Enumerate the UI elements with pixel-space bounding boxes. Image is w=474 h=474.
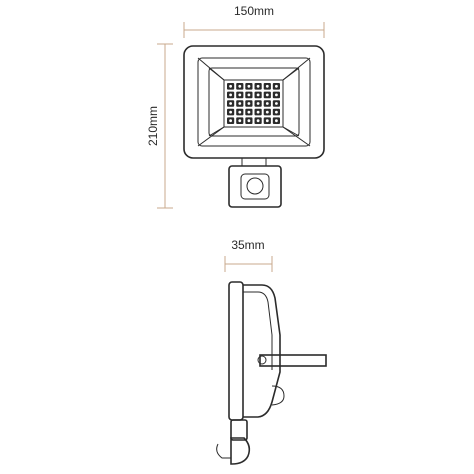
- led-chip-dot: [238, 119, 242, 123]
- led-chip-dot: [238, 102, 242, 105]
- led-board: [223, 79, 284, 128]
- led-chip-dot: [238, 84, 242, 88]
- front-bezel: [197, 57, 311, 147]
- led-chip-dot: [247, 102, 251, 105]
- led-chip-dot: [275, 102, 278, 105]
- led-chip-dot: [265, 93, 269, 97]
- side-view: 35mm: [216, 238, 327, 465]
- led-chip-dot: [275, 110, 278, 114]
- led-chip-dot: [275, 93, 278, 97]
- led-chip-dot: [256, 102, 260, 105]
- led-chip-dot: [247, 110, 251, 114]
- side-sensor-mount: [230, 419, 248, 441]
- depth-dimension: 35mm: [224, 238, 273, 272]
- side-sensor-bump: [271, 385, 285, 406]
- pir-lens: [246, 177, 264, 195]
- side-front-plate: [228, 281, 244, 421]
- pir-sensor-window: [240, 173, 270, 200]
- led-chip-dot: [229, 119, 233, 123]
- led-chip-dot: [256, 110, 260, 114]
- led-chip-dot: [247, 84, 251, 88]
- width-dimension: 150mm: [183, 4, 325, 38]
- led-chip-dot: [265, 84, 269, 88]
- led-chip-dot: [247, 93, 251, 97]
- mounting-bracket: [259, 354, 327, 367]
- led-chip-dot: [229, 102, 233, 105]
- sensor-neck: [241, 157, 267, 167]
- led-chip-dot: [265, 110, 269, 114]
- led-chip-dot: [256, 84, 260, 88]
- led-chip-dot: [256, 119, 260, 123]
- led-chip-dot: [275, 84, 278, 88]
- led-chip-dot: [247, 119, 251, 123]
- front-view: 150mm 210mm: [146, 4, 325, 209]
- led-chip-dot: [275, 119, 278, 123]
- pir-sensor-housing: [228, 165, 282, 208]
- led-chip-dot: [265, 102, 269, 105]
- led-chip-dot: [238, 93, 242, 97]
- side-rear-housing: [243, 284, 281, 418]
- height-dimension: 210mm: [146, 43, 173, 209]
- led-chip-dot: [229, 93, 233, 97]
- led-chip-dot: [238, 110, 242, 114]
- led-chip-dot: [229, 110, 233, 114]
- width-label: 150mm: [234, 4, 274, 18]
- depth-label: 35mm: [231, 238, 264, 252]
- led-chip-dot: [265, 119, 269, 123]
- height-label: 210mm: [146, 106, 160, 146]
- led-chip-dot: [256, 93, 260, 97]
- side-sensor-head: [230, 437, 251, 465]
- reflector-frame: [208, 67, 300, 137]
- led-chip-grid: [227, 83, 280, 124]
- led-chip-dot: [229, 84, 233, 88]
